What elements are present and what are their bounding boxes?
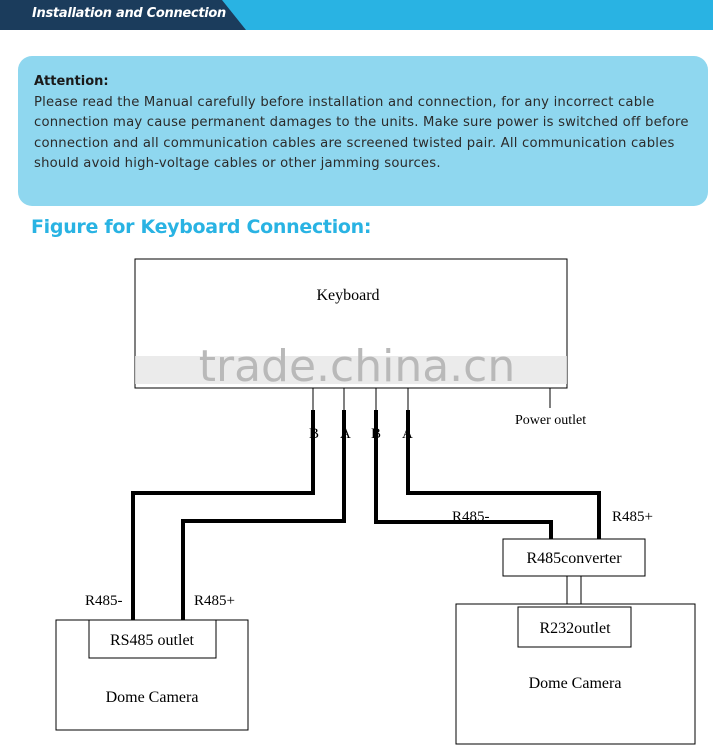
header-tab — [0, 0, 246, 30]
left-r485-plus-label: R485+ — [194, 593, 235, 609]
dome-camera-right-label: Dome Camera — [529, 675, 622, 692]
r485-converter-box — [502, 538, 646, 577]
section-title: Installation and Connection — [32, 6, 227, 21]
rs485-outlet-box — [88, 619, 217, 659]
right-r485-minus-label: R485- — [452, 509, 490, 525]
left-r485-minus-label: R485- — [85, 593, 123, 609]
cable-b-right — [374, 410, 553, 539]
attention-box: Attention: Please read the Manual carefu… — [18, 56, 708, 206]
attention-heading: Attention: — [34, 74, 109, 89]
r232-outlet-box — [517, 606, 632, 648]
cable-b-left — [131, 410, 315, 620]
power-outlet-label: Power outlet — [515, 413, 586, 428]
r485-converter-label: R485converter — [526, 550, 622, 567]
attention-body: Please read the Manual carefully before … — [34, 95, 689, 172]
cable-a-left — [181, 410, 346, 620]
watermark-band — [135, 356, 567, 384]
dome-camera-left-label: Dome Camera — [106, 689, 199, 706]
watermark: trade.china.cn — [199, 341, 516, 392]
rs485-outlet-label: RS485 outlet — [110, 632, 195, 649]
header-bar: Installation and Connection — [0, 0, 713, 30]
figure-title: Figure for Keyboard Connection: — [31, 216, 372, 238]
cable-a-right — [406, 410, 601, 539]
keyboard-label: Keyboard — [316, 287, 379, 304]
r232-outlet-label: R232outlet — [539, 620, 611, 637]
right-r485-plus-label: R485+ — [612, 509, 653, 525]
